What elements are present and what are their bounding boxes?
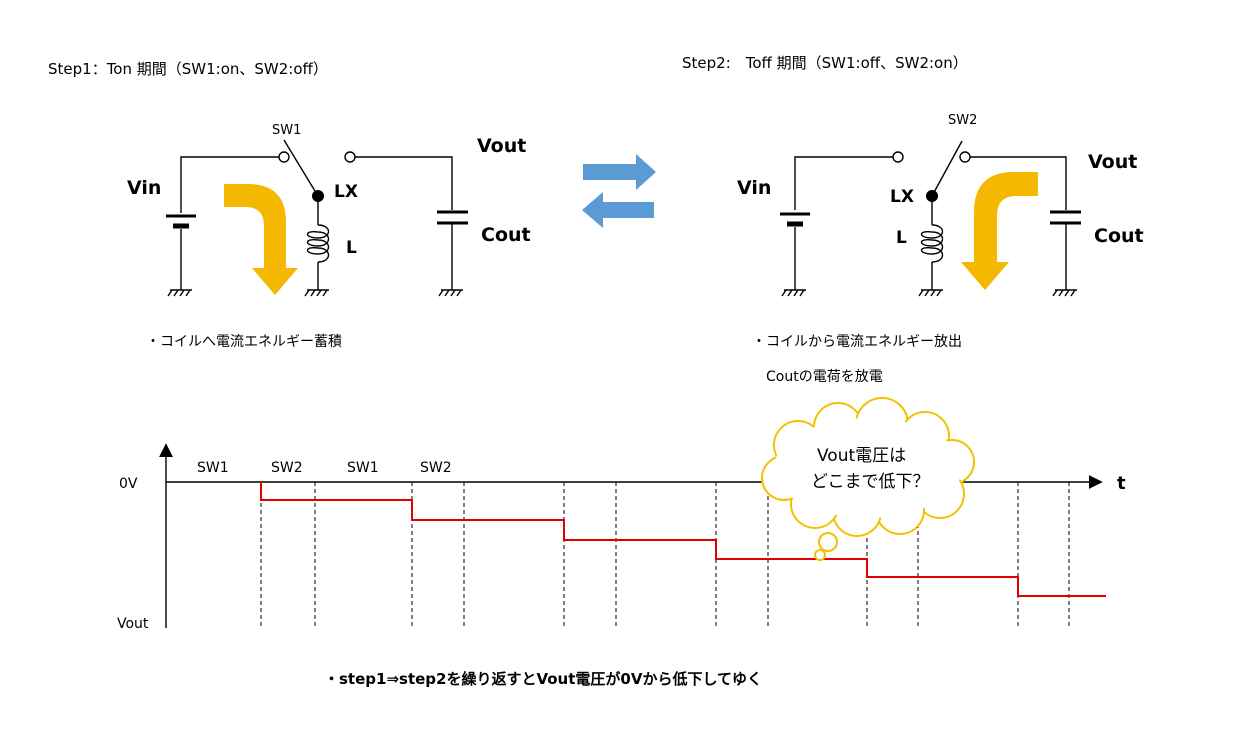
arrow-right-icon — [583, 154, 656, 190]
step2-circuit — [780, 140, 1081, 297]
ground-icon — [1052, 289, 1077, 297]
inductor-icon — [306, 224, 330, 263]
sw1-blade — [283, 139, 319, 197]
step2-cout-label: Cout — [1094, 225, 1144, 247]
phase-label-2: SW2 — [271, 460, 303, 476]
bubble-text-line2: どこまで低下？ — [811, 472, 930, 492]
step1-vin-label: Vin — [127, 177, 161, 199]
step2-switch-label: SW2 — [948, 113, 977, 128]
step1-lx-label: LX — [334, 182, 358, 202]
current-arrow-icon — [224, 184, 298, 295]
sw1-contact-right — [344, 151, 356, 163]
phase-label-1: SW1 — [197, 460, 229, 476]
step1-vout-label: Vout — [477, 135, 526, 157]
step2-note2: Coutの電荷を放電 — [766, 369, 883, 385]
phase-label-4: SW2 — [420, 460, 452, 476]
phase-label-3: SW1 — [347, 460, 379, 476]
step1-cout-label: Cout — [481, 224, 531, 246]
ground-icon — [781, 289, 806, 297]
step1-circuit — [166, 139, 468, 297]
step2-lx-label: LX — [890, 187, 914, 207]
current-arrow-icon — [961, 172, 1038, 290]
ground-icon — [438, 289, 463, 297]
vout-trace — [260, 482, 1106, 597]
step2-title: Step2: Toff 期間（SW1:off、SW2:on） — [682, 54, 968, 72]
ground-icon — [304, 289, 329, 297]
timing-chart — [159, 443, 1106, 628]
ground-icon — [167, 289, 192, 297]
sw1-contact-left — [278, 151, 290, 163]
step1-title: Step1：Ton 期間（SW1:on、SW2:off） — [48, 60, 328, 78]
bubble-text-line1: Vout電圧は — [817, 446, 906, 466]
step2-l-label: L — [896, 228, 907, 248]
sw2-contact-right — [959, 151, 971, 163]
step1-l-label: L — [346, 238, 357, 258]
x-axis-label: t — [1117, 473, 1126, 494]
step2-vin-label: Vin — [737, 177, 771, 199]
sw2-contact-left — [892, 151, 904, 163]
y-label-vout: Vout — [117, 616, 149, 632]
inductor-icon — [920, 224, 944, 263]
arrow-left-icon — [582, 192, 654, 228]
thought-bubble — [761, 397, 975, 561]
y-label-0v: 0V — [119, 476, 138, 492]
sw2-blade — [931, 140, 963, 197]
ground-icon — [918, 289, 943, 297]
step2-vout-label: Vout — [1088, 151, 1137, 173]
footer-note: ・step1⇒step2を繰り返すとVout電圧が0Vから低下してゆく — [324, 670, 762, 688]
step1-note: ・コイルへ電流エネルギー蓄積 — [146, 334, 342, 350]
step1-switch-label: SW1 — [272, 123, 301, 138]
step2-note1: ・コイルから電流エネルギー放出 — [752, 334, 962, 350]
